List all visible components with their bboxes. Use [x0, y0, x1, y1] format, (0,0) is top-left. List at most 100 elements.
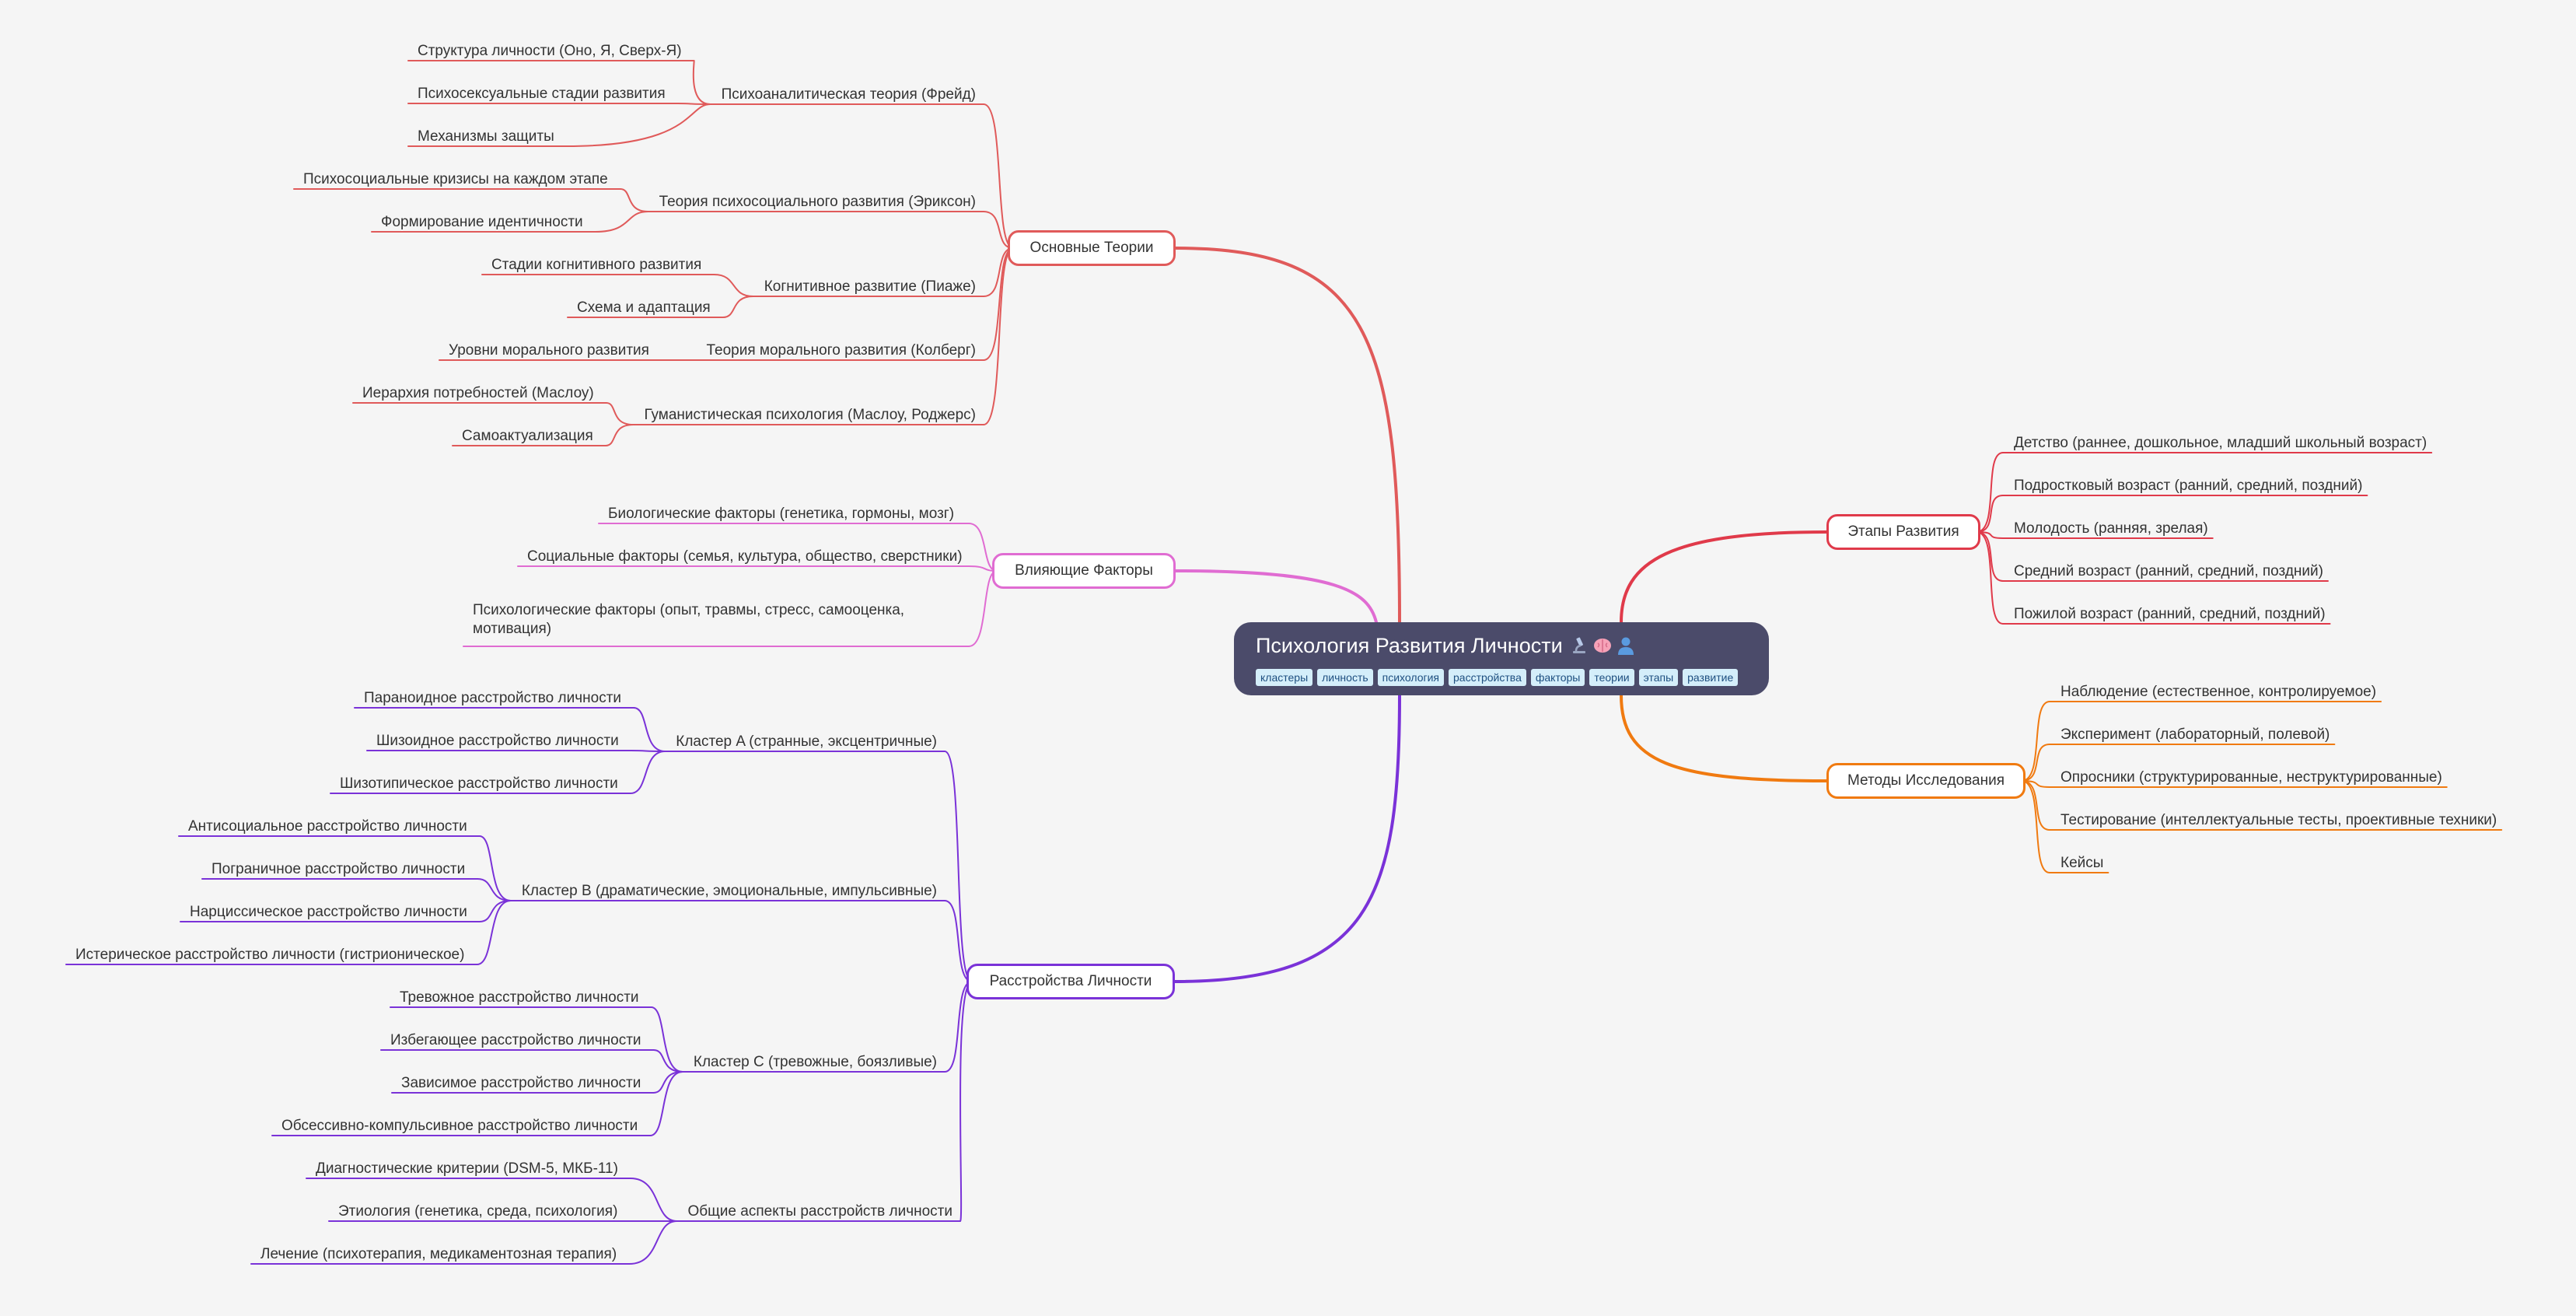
- leaf-label[interactable]: Параноидное расстройство личности: [364, 690, 622, 706]
- connector-line: [983, 103, 1014, 249]
- leaf-label[interactable]: Тревожное расстройство личности: [400, 989, 639, 1006]
- branch-methods[interactable]: Методы Исследования: [1826, 763, 2025, 799]
- connector-line: [2021, 780, 2050, 831]
- subtopic-label[interactable]: Гуманистическая психология (Маслоу, Родж…: [644, 407, 977, 423]
- connector-line: [1174, 247, 1401, 624]
- leaf-label[interactable]: Обсессивно-компульсивное расстройство ли…: [281, 1118, 638, 1134]
- leaf-label[interactable]: Шизотипическое расстройство личности: [340, 775, 618, 792]
- leaf-label[interactable]: Средний возраст (ранний, средний, поздни…: [2014, 563, 2323, 579]
- branch-factors[interactable]: Влияющие Факторы: [992, 553, 1176, 589]
- connector-line: [722, 296, 754, 318]
- connector-line: [565, 103, 711, 147]
- connector-line: [619, 188, 649, 212]
- connector-line: [944, 981, 973, 1073]
- root-tag[interactable]: расстройства: [1449, 669, 1526, 686]
- connector-line: [1976, 531, 2004, 582]
- leaf-label[interactable]: Психосоциальные кризисы на каждом этапе: [303, 171, 608, 187]
- brain-icon: [1593, 639, 1611, 653]
- leaf-label[interactable]: Антисоциальное расстройство личности: [188, 818, 467, 835]
- person-icon: [1617, 637, 1634, 655]
- connector-line: [1976, 495, 2004, 533]
- connector-line: [1174, 569, 1378, 624]
- connector-line: [2021, 780, 2050, 788]
- root-tag[interactable]: развитие: [1683, 669, 1739, 686]
- subtopic-label[interactable]: Кластер A (странные, эксцентричные): [676, 733, 937, 750]
- subtopic-label[interactable]: Кластер B (драматические, эмоциональные,…: [521, 883, 937, 899]
- root-tag[interactable]: этапы: [1638, 669, 1679, 686]
- subtopic-label[interactable]: Теория морального развития (Колберг): [706, 342, 977, 359]
- leaf-label[interactable]: Механизмы защиты: [418, 128, 554, 145]
- leaf-label[interactable]: Опросники (структурированные, неструктур…: [2060, 769, 2442, 786]
- subtopic-label[interactable]: Общие аспекты расстройств личности: [687, 1203, 952, 1220]
- connector-line: [983, 247, 1014, 425]
- connector-line: [959, 981, 973, 1222]
- leaf-label[interactable]: Шизоидное расстройство личности: [376, 733, 619, 749]
- connector-line: [1976, 531, 2004, 625]
- branch-disorders[interactable]: Расстройства Личности: [966, 964, 1175, 999]
- leaf-label[interactable]: Биологические факторы (генетика, гормоны…: [608, 506, 955, 522]
- leaf-label[interactable]: Истерическое расстройство личности (гист…: [75, 947, 465, 963]
- leaf-label[interactable]: Стадии когнитивного развития: [491, 257, 702, 273]
- connector-line: [594, 211, 649, 233]
- connector-line: [629, 751, 666, 794]
- leaf-label[interactable]: Формирование идентичности: [381, 214, 583, 230]
- connector-line: [983, 247, 1014, 361]
- leaf-label[interactable]: Иерархия потребностей (Маслоу): [362, 385, 594, 401]
- leaf-label[interactable]: Пожилой возраст (ранний, средний, поздни…: [2014, 606, 2326, 622]
- connector-line: [944, 751, 973, 982]
- leaf-label[interactable]: Диагностические критерии (DSM-5, МКБ-11): [316, 1160, 618, 1177]
- branch-theories[interactable]: Основные Теории: [1008, 230, 1176, 266]
- connector-line: [476, 900, 512, 965]
- leaf-label[interactable]: Эксперимент (лабораторный, полевой): [2060, 726, 2330, 743]
- connector-line: [649, 1071, 683, 1136]
- connector-line: [478, 835, 512, 901]
- subtopic-label[interactable]: Кластер C (тревожные, боязливые): [693, 1054, 937, 1070]
- branch-stages[interactable]: Этапы Развития: [1826, 514, 1980, 550]
- connector-line: [629, 1178, 678, 1222]
- subtopic-label[interactable]: Теория психосоциального развития (Эриксо…: [659, 194, 976, 210]
- leaf-label[interactable]: Структура личности (Оно, Я, Сверх-Я): [418, 43, 682, 59]
- connector-line: [713, 274, 754, 297]
- leaf-label[interactable]: Этиология (генетика, среда, психология): [338, 1203, 618, 1220]
- root-tag[interactable]: факторы: [1530, 669, 1585, 686]
- connector-line: [650, 1006, 683, 1073]
- connector-line: [628, 1220, 678, 1265]
- leaf-label[interactable]: Нарциссическое расстройство личности: [190, 904, 467, 920]
- leaf-label[interactable]: Лечение (психотерапия, медикаментозная т…: [260, 1246, 617, 1262]
- root-tag[interactable]: теории: [1589, 669, 1634, 686]
- connector-line: [692, 60, 711, 105]
- leaf-label[interactable]: Подростковый возраст (ранний, средний, п…: [2014, 478, 2363, 494]
- microscope-icon: [1572, 637, 1585, 653]
- connector-line: [633, 707, 666, 752]
- connector-line: [477, 878, 512, 901]
- leaf-label[interactable]: Пограничное расстройство личности: [211, 861, 466, 877]
- subtopic-label[interactable]: Психоаналитическая теория (Фрейд): [721, 86, 976, 103]
- leaf-label[interactable]: Уровни морального развития: [449, 342, 649, 359]
- leaf-label[interactable]: Схема и адаптация: [577, 299, 711, 316]
- leaf-label[interactable]: Психологические факторы (опыт, травмы, с…: [473, 602, 905, 637]
- connector-line: [2021, 780, 2050, 873]
- leaf-label[interactable]: Психосексуальные стадии развития: [418, 86, 666, 102]
- leaf-label[interactable]: Самоактуализация: [462, 428, 593, 444]
- root-tag[interactable]: кластеры: [1256, 669, 1313, 686]
- leaf-label[interactable]: Наблюдение (естественное, контролируемое…: [2060, 684, 2377, 700]
- leaf-label[interactable]: Молодость (ранняя, зрелая): [2014, 520, 2208, 537]
- leaf-label[interactable]: Тестирование (интеллектуальные тесты, пр…: [2060, 812, 2497, 828]
- leaf-label[interactable]: Избегающее расстройство личности: [390, 1032, 641, 1048]
- leaf-label[interactable]: Детство (раннее, дошкольное, младший шко…: [2014, 435, 2427, 451]
- leaf-label[interactable]: Социальные факторы (семья, культура, общ…: [527, 548, 963, 565]
- connector-line: [1620, 694, 1828, 782]
- leaf-label[interactable]: Зависимое расстройство личности: [401, 1075, 641, 1091]
- root-tag[interactable]: личность: [1317, 669, 1373, 686]
- root-tag[interactable]: психология: [1377, 669, 1444, 686]
- connector-line: [605, 402, 634, 425]
- connector-line: [1620, 530, 1828, 624]
- connector-line: [1976, 531, 2004, 539]
- connector-line: [944, 900, 973, 982]
- leaf-label[interactable]: Кейсы: [2060, 855, 2104, 871]
- subtopic-label[interactable]: Когнитивное развитие (Пиаже): [764, 278, 976, 295]
